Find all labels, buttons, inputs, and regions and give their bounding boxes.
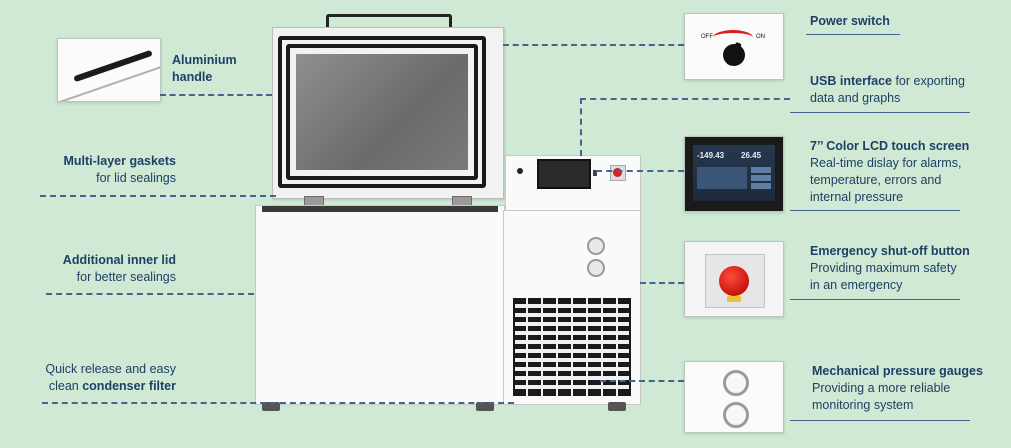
lid-gasket-inner	[286, 44, 478, 180]
lcd-underline	[790, 210, 960, 211]
condenser-label: Quick release and easy clean condenser f…	[20, 361, 176, 395]
emergency-title: Emergency shut-off button	[810, 244, 970, 258]
power-switch-photo: OFF ON	[684, 13, 784, 80]
power-off-text: OFF	[701, 34, 713, 40]
power-switch-small	[593, 170, 597, 176]
power-underline	[806, 34, 900, 35]
lcd-reading-1: -149.43	[697, 151, 725, 160]
lcd-screen-small	[537, 159, 591, 189]
gauges-leader	[600, 380, 684, 382]
power-leader	[503, 44, 684, 46]
emergency-underline	[790, 299, 960, 300]
foot-1	[262, 402, 280, 411]
handle-photo-bar	[73, 49, 153, 83]
lcd-leader	[596, 170, 684, 172]
condenser-label-normal: clean	[48, 379, 79, 393]
gauge-small-2	[587, 259, 605, 277]
gaskets-leader	[40, 195, 276, 197]
gaskets-label-bold: Multi-layer gaskets	[63, 154, 176, 168]
lcd-display: -149.43 26.45	[693, 145, 775, 201]
gaskets-label: Multi-layer gaskets for lid sealings	[28, 153, 176, 187]
chest-body	[255, 205, 505, 405]
emergency-button-small-cap	[613, 168, 622, 177]
inner-lid-label-normal: for better sealings	[76, 270, 176, 284]
inner-lid-label-bold: Additional inner lid	[62, 253, 176, 267]
emergency-label: Emergency shut-off button Providing maxi…	[810, 243, 970, 294]
condenser-leader	[42, 402, 514, 404]
emergency-leader	[640, 282, 684, 284]
lid-gasket-outer	[278, 36, 486, 188]
condenser-label-bold: condenser filter	[82, 379, 176, 393]
lcd-reading-2: 26.45	[741, 151, 762, 160]
pressure-gauge-icon-2	[723, 402, 749, 428]
inner-lid-glass	[296, 54, 468, 170]
usb-label-line2: data and graphs	[810, 91, 901, 105]
lid-handle	[326, 14, 452, 31]
lcd-buttons	[751, 167, 771, 189]
usb-leader	[580, 98, 790, 100]
usb-leader-vertical	[580, 98, 582, 156]
inner-lid-leader	[46, 293, 254, 295]
handle-label-line2: handle	[172, 70, 213, 84]
lcd-chart-area	[697, 167, 747, 189]
lcd-line2: temperature, errors and	[810, 173, 942, 187]
usb-label: USB interface for exporting data and gra…	[810, 73, 965, 107]
lcd-label: 7’’ Color LCD touch screen Real-time dis…	[810, 138, 969, 206]
pressure-gauges-photo	[684, 361, 784, 433]
usb-rest: for exporting	[891, 74, 965, 88]
lcd-title: 7’’ Color LCD touch screen	[810, 139, 970, 153]
emergency-line1: Providing maximum safety	[810, 261, 957, 275]
chest-opening	[262, 206, 498, 212]
handle-photo	[57, 38, 161, 102]
gauges-title: Mechanical pressure gauges	[812, 364, 983, 378]
usb-title: USB interface	[810, 74, 892, 88]
emergency-button-icon	[719, 266, 749, 296]
gauges-line1: Providing a more reliable	[812, 381, 951, 395]
power-label: Power switch	[810, 13, 890, 30]
handle-label-line1: Aluminium	[172, 53, 237, 67]
handle-leader	[160, 94, 272, 96]
lcd-line1: Real-time dislay for alarms,	[810, 156, 962, 170]
lcd-screen-photo: -149.43 26.45	[684, 136, 784, 212]
foot-3	[608, 402, 626, 411]
gauges-line2: monitoring system	[812, 398, 914, 412]
lcd-line3: internal pressure	[810, 190, 904, 204]
usb-underline	[790, 112, 970, 113]
gauge-small-1	[587, 237, 605, 255]
condenser-label-line2: clean condenser filter	[20, 378, 176, 395]
foot-2	[476, 402, 494, 411]
emergency-button-base	[727, 296, 741, 302]
gauges-label: Mechanical pressure gauges Providing a m…	[812, 363, 983, 414]
handle-label: Aluminium handle	[172, 52, 237, 86]
emergency-line2: in an emergency	[810, 278, 903, 292]
gaskets-label-normal: for lid sealings	[96, 171, 176, 185]
pressure-gauge-icon-1	[723, 370, 749, 396]
condenser-grill-mullions	[513, 298, 631, 396]
usb-port	[517, 168, 523, 174]
power-title: Power switch	[810, 14, 890, 28]
inner-lid-label: Additional inner lid for better sealings	[28, 252, 176, 286]
gauges-underline	[790, 420, 970, 421]
condenser-label-line1: Quick release and easy	[45, 362, 176, 376]
usb-label-line1: USB interface for exporting	[810, 73, 965, 90]
power-on-text: ON	[756, 34, 765, 40]
power-arrow-icon	[713, 30, 753, 45]
emergency-button-photo	[684, 241, 784, 317]
